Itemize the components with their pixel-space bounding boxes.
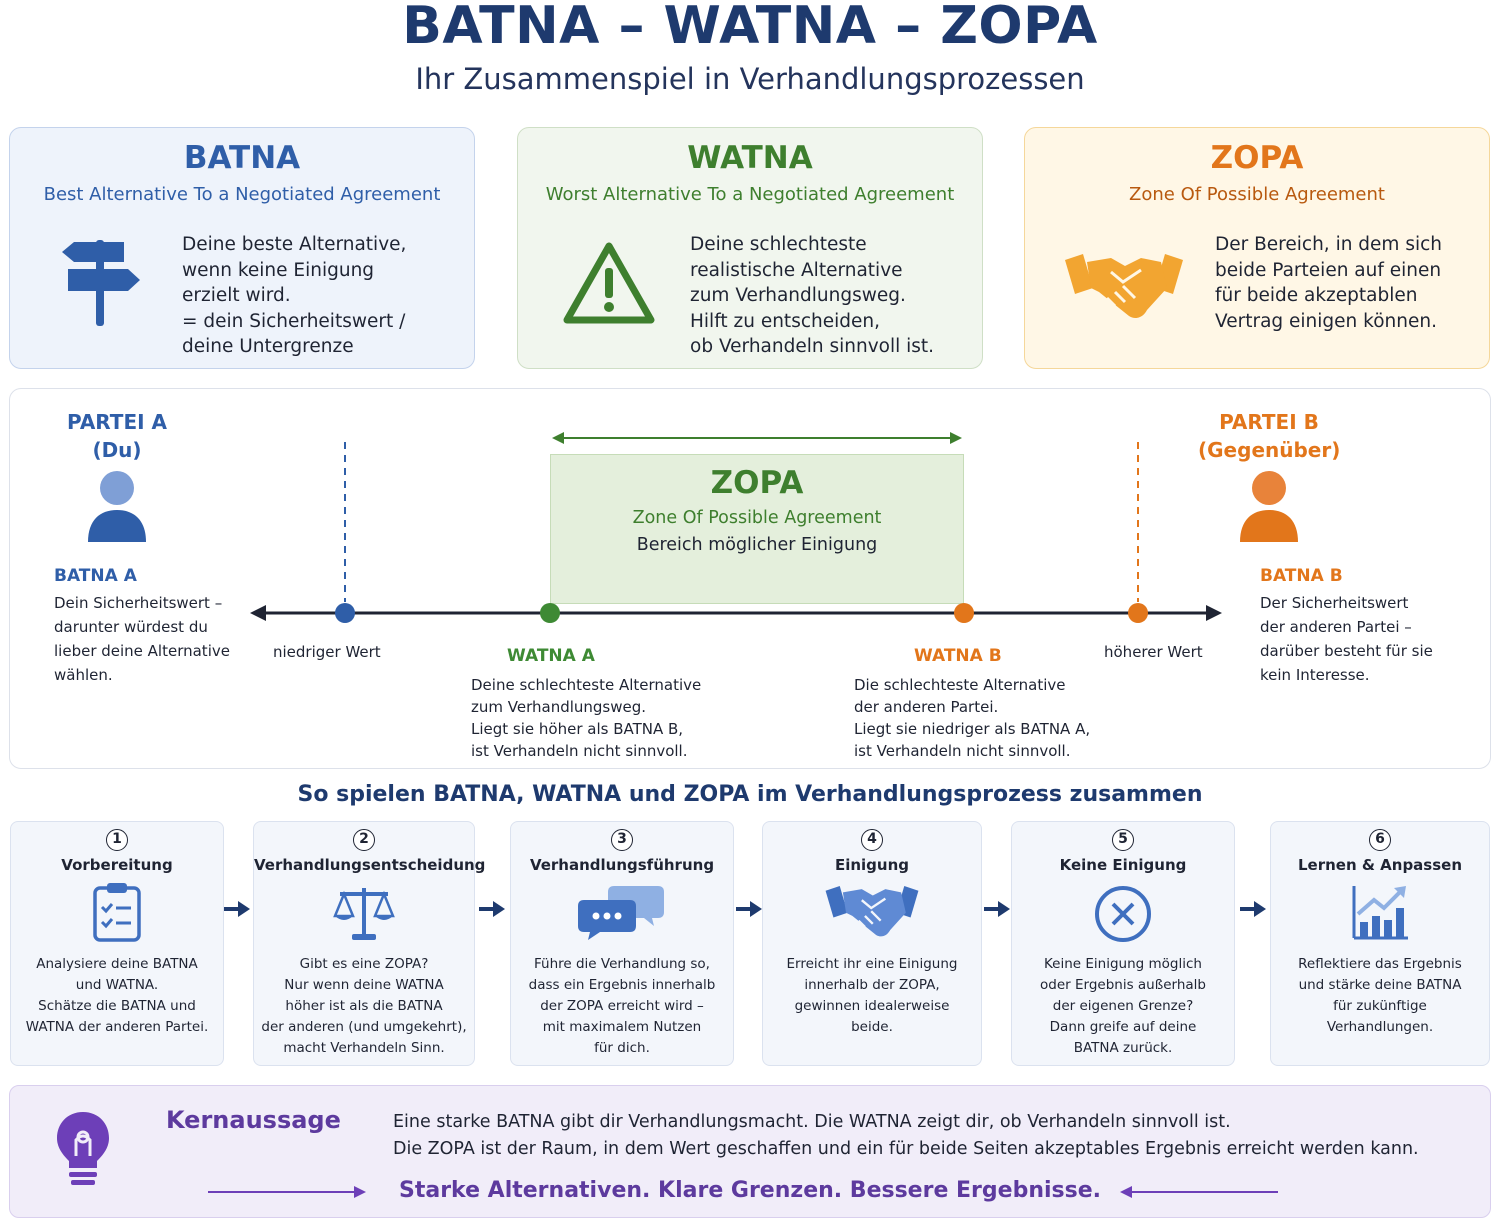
step-text: Erreicht ihr eine Einigung innerhalb der… (786, 956, 958, 1035)
handshake-icon (1065, 254, 1183, 318)
zopa-zone-heading: ZOPA (710, 465, 804, 501)
zopa-zone-description: Bereich möglicher Einigung (636, 535, 878, 555)
clipboard-checklist-icon (93, 883, 141, 942)
key-message-panel (9, 1085, 1491, 1218)
zopa-card: ZOPA Zone Of Possible Agreement Der Bere… (1024, 127, 1490, 369)
watna-card-text: Deine schlechteste realistische Alternat… (690, 234, 935, 357)
watna-b-label: WATNA B (914, 646, 1002, 666)
zopa-card-text: Der Bereich, in dem sich beide Parteien … (1215, 234, 1443, 332)
zopa-zone-subheading: Zone Of Possible Agreement (632, 508, 882, 528)
page-subtitle: Ihr Zusammenspiel in Verhandlungsprozess… (415, 62, 1085, 96)
watna-card-heading: WATNA (687, 140, 813, 176)
process-step-preparation: 1 Vorbereitung Analysiere deine BATNA un… (10, 821, 224, 1066)
step-title: Vorbereitung (61, 856, 173, 874)
chat-bubbles-icon (578, 886, 664, 940)
high-value-label: höherer Wert (1104, 643, 1203, 661)
batna-card-subheading: Best Alternative To a Negotiated Agreeme… (43, 184, 441, 205)
batna-card-heading: BATNA (183, 140, 301, 176)
key-message-heading: Kernaussage (166, 1106, 341, 1134)
step-arrow-icon (1240, 901, 1266, 917)
lightbulb-icon (57, 1112, 109, 1185)
scales-icon (333, 888, 395, 940)
watna-a-text: Deine schlechteste Alternative zum Verha… (471, 676, 702, 760)
batna-card-text: Deine beste Alternative, wenn keine Eini… (182, 234, 407, 357)
x-circle-icon (1095, 886, 1151, 942)
party-a-title: PARTEI A (67, 410, 167, 434)
watna-a-label: WATNA A (507, 646, 595, 666)
watna-card: WATNA Worst Alternative To a Negotiated … (517, 127, 983, 369)
step-title: Einigung (834, 856, 910, 874)
batna-card: BATNA Best Alternative To a Negotiated A… (9, 127, 475, 369)
low-value-label: niedriger Wert (273, 643, 381, 661)
process-step-learn-adapt: 6 Lernen & Anpassen Reflektiere das Erge… (1270, 821, 1490, 1066)
key-message-slogan: Starke Alternativen. Klare Grenzen. Bess… (399, 1178, 1101, 1203)
batna-b-text: Der Sicherheitswert der anderen Partei –… (1260, 594, 1433, 684)
step-arrow-icon (479, 901, 505, 917)
person-a-icon (88, 471, 146, 542)
zopa-card-heading: ZOPA (1210, 140, 1304, 176)
step-text: Gibt es eine ZOPA? Nur wenn deine WATNA … (261, 956, 467, 1056)
key-message-line-2: Die ZOPA ist der Raum, in dem Wert gesch… (393, 1139, 1419, 1159)
growth-chart-icon (1352, 886, 1408, 940)
watna-b-text: Die schlechteste Alternative der anderen… (854, 676, 1091, 760)
step-title: Verhandlungsführung (529, 856, 715, 874)
process-step-agreement: 4 Einigung Erreicht ihr eine Einigung in… (762, 821, 982, 1066)
step-arrow-icon (984, 901, 1010, 917)
page-title: BATNA – WATNA – ZOPA (402, 0, 1098, 56)
party-b-subtitle: (Gegenüber) (1198, 438, 1341, 462)
step-text: Analysiere deine BATNA und WATNA. Schätz… (25, 956, 209, 1035)
step-text: Keine Einigung möglich oder Ergebnis auß… (1040, 956, 1206, 1056)
process-step-negotiation-decision: 2 Verhandlungsentscheidung Gibt es eine … (253, 821, 486, 1066)
key-message-text: Eine starke BATNA gibt dir Verhandlungsm… (393, 1109, 1419, 1163)
step-number: 1 (106, 829, 128, 851)
zopa-card-subheading: Zone Of Possible Agreement (1129, 184, 1385, 205)
batna-a-label: BATNA A (54, 566, 137, 586)
batna-b-label: BATNA B (1260, 566, 1343, 586)
step-number: 6 (1369, 829, 1391, 851)
party-b-heading: PARTEI B (Gegenüber) (1198, 408, 1340, 464)
step-arrow-icon (224, 901, 250, 917)
step-text: Führe die Verhandlung so, dass ein Ergeb… (528, 956, 716, 1056)
step-number: 2 (353, 829, 375, 851)
batna-a-text: Dein Sicherheitswert – darunter würdest … (54, 594, 230, 684)
party-b-title: PARTEI B (1219, 410, 1319, 434)
step-number: 4 (861, 829, 883, 851)
key-message-line-1: Eine starke BATNA gibt dir Verhandlungsm… (393, 1112, 1231, 1132)
party-a-heading: PARTEI A (Du) (50, 408, 184, 464)
zopa-zone: ZOPA Zone Of Possible Agreement Bereich … (550, 454, 964, 604)
handshake-icon (825, 886, 919, 937)
process-step-negotiation-conduct: 3 Verhandlungsführung Führe die Verhandl… (510, 821, 734, 1066)
step-number: 5 (1112, 829, 1134, 851)
step-title: Verhandlungsentscheidung (254, 856, 486, 874)
process-title: So spielen BATNA, WATNA und ZOPA im Verh… (297, 782, 1203, 807)
party-a-subtitle: (Du) (92, 438, 142, 462)
step-title: Keine Einigung (1059, 856, 1187, 874)
watna-card-subheading: Worst Alternative To a Negotiated Agreem… (545, 184, 955, 205)
slogan-left-arrow-icon (208, 1186, 366, 1198)
process-step-no-agreement: 5 Keine Einigung Keine Einigung möglich … (1011, 821, 1235, 1066)
person-b-icon (1240, 471, 1298, 542)
step-title: Lernen & Anpassen (1297, 856, 1463, 874)
slogan-right-arrow-icon (1120, 1186, 1278, 1198)
signpost-icon (62, 240, 140, 326)
step-text: Reflektiere das Ergebnis und stärke dein… (1298, 956, 1462, 1035)
warning-icon (563, 242, 655, 324)
step-arrow-icon (736, 901, 762, 917)
step-number: 3 (611, 829, 633, 851)
